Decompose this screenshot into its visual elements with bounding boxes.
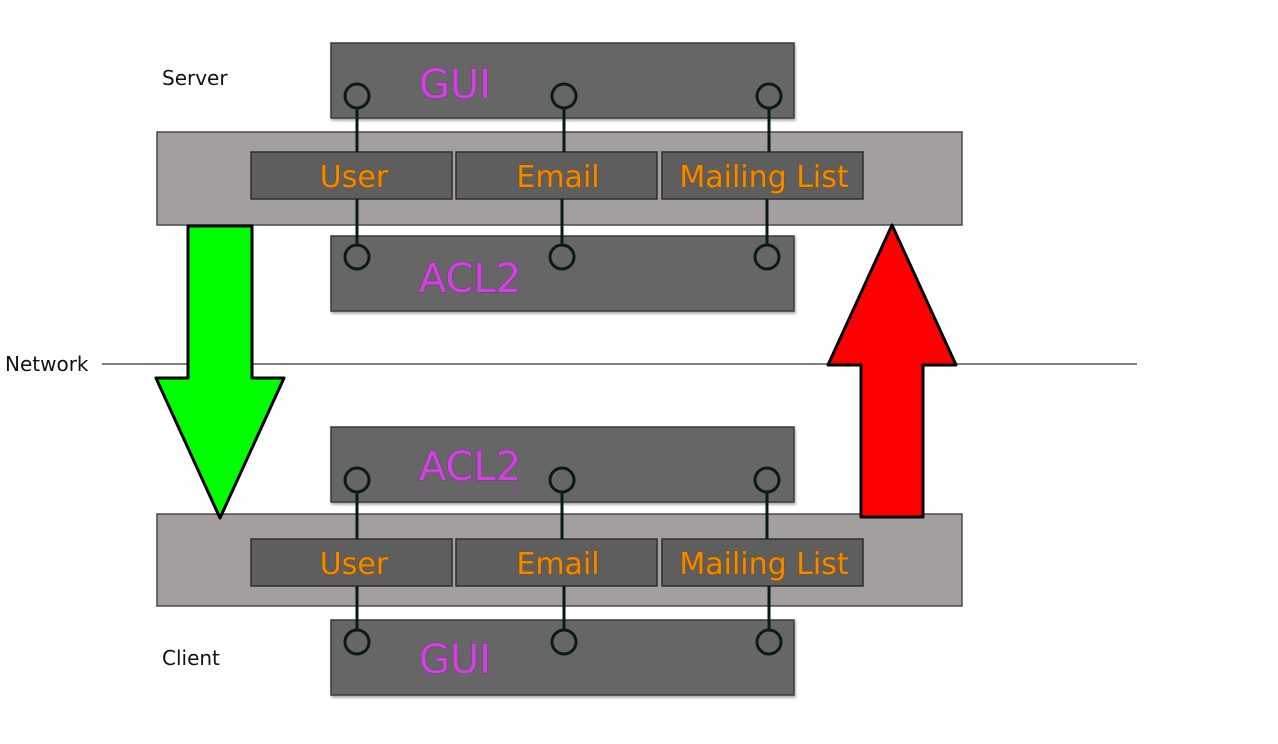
server-module-mailing-list-label: Mailing List [679,160,849,195]
client-module-user [250,538,453,587]
client-gui-title: GUI [419,637,491,683]
server-gui-connectors [355,108,771,152]
arrow-down-icon [154,224,286,520]
server-gui-port-email-icon [550,82,578,110]
client-acl2-title: ACL2 [419,444,521,490]
server-gui-title: GUI [419,62,491,108]
server-acl2-port-user-icon [343,243,371,271]
server-acl2-title: ACL2 [419,256,521,302]
network-label: Network [5,352,89,376]
server-gui-port-user-icon [343,82,371,110]
server-gui-port-mailing-list-icon [755,82,783,110]
server-module-email [455,151,658,200]
client-acl2-port-email-icon [548,466,576,494]
server-module-user-label: User [320,160,389,195]
server-module-mailing-list [661,151,864,200]
arrow-up-icon [826,223,958,519]
client-gui-port-email-icon [550,628,578,656]
client-acl2-port-user-icon [343,466,371,494]
server-acl2-connectors [355,199,769,245]
server-stack: GUI User Email Mailing List ACL2 [156,42,963,312]
client-gui-port-user-icon [343,628,371,656]
client-acl2-port-mailing-list-icon [753,466,781,494]
client-gui-port-mailing-list-icon [755,628,783,656]
server-label: Server [162,66,228,90]
client-module-user-label: User [320,547,389,582]
server-acl2-port-mailing-list-icon [753,243,781,271]
client-label: Client [162,646,220,670]
server-acl2-port-email-icon [548,243,576,271]
server-module-email-label: Email [516,160,599,195]
client-module-email [455,538,658,587]
client-module-email-label: Email [516,547,599,582]
client-stack: ACL2 User Email Mailing List GUI [156,426,963,696]
server-module-user [250,151,453,200]
client-module-mailing-list [661,538,864,587]
client-module-mailing-list-label: Mailing List [679,547,849,582]
client-gui-connectors [355,586,771,630]
client-acl2-connectors [355,492,769,539]
